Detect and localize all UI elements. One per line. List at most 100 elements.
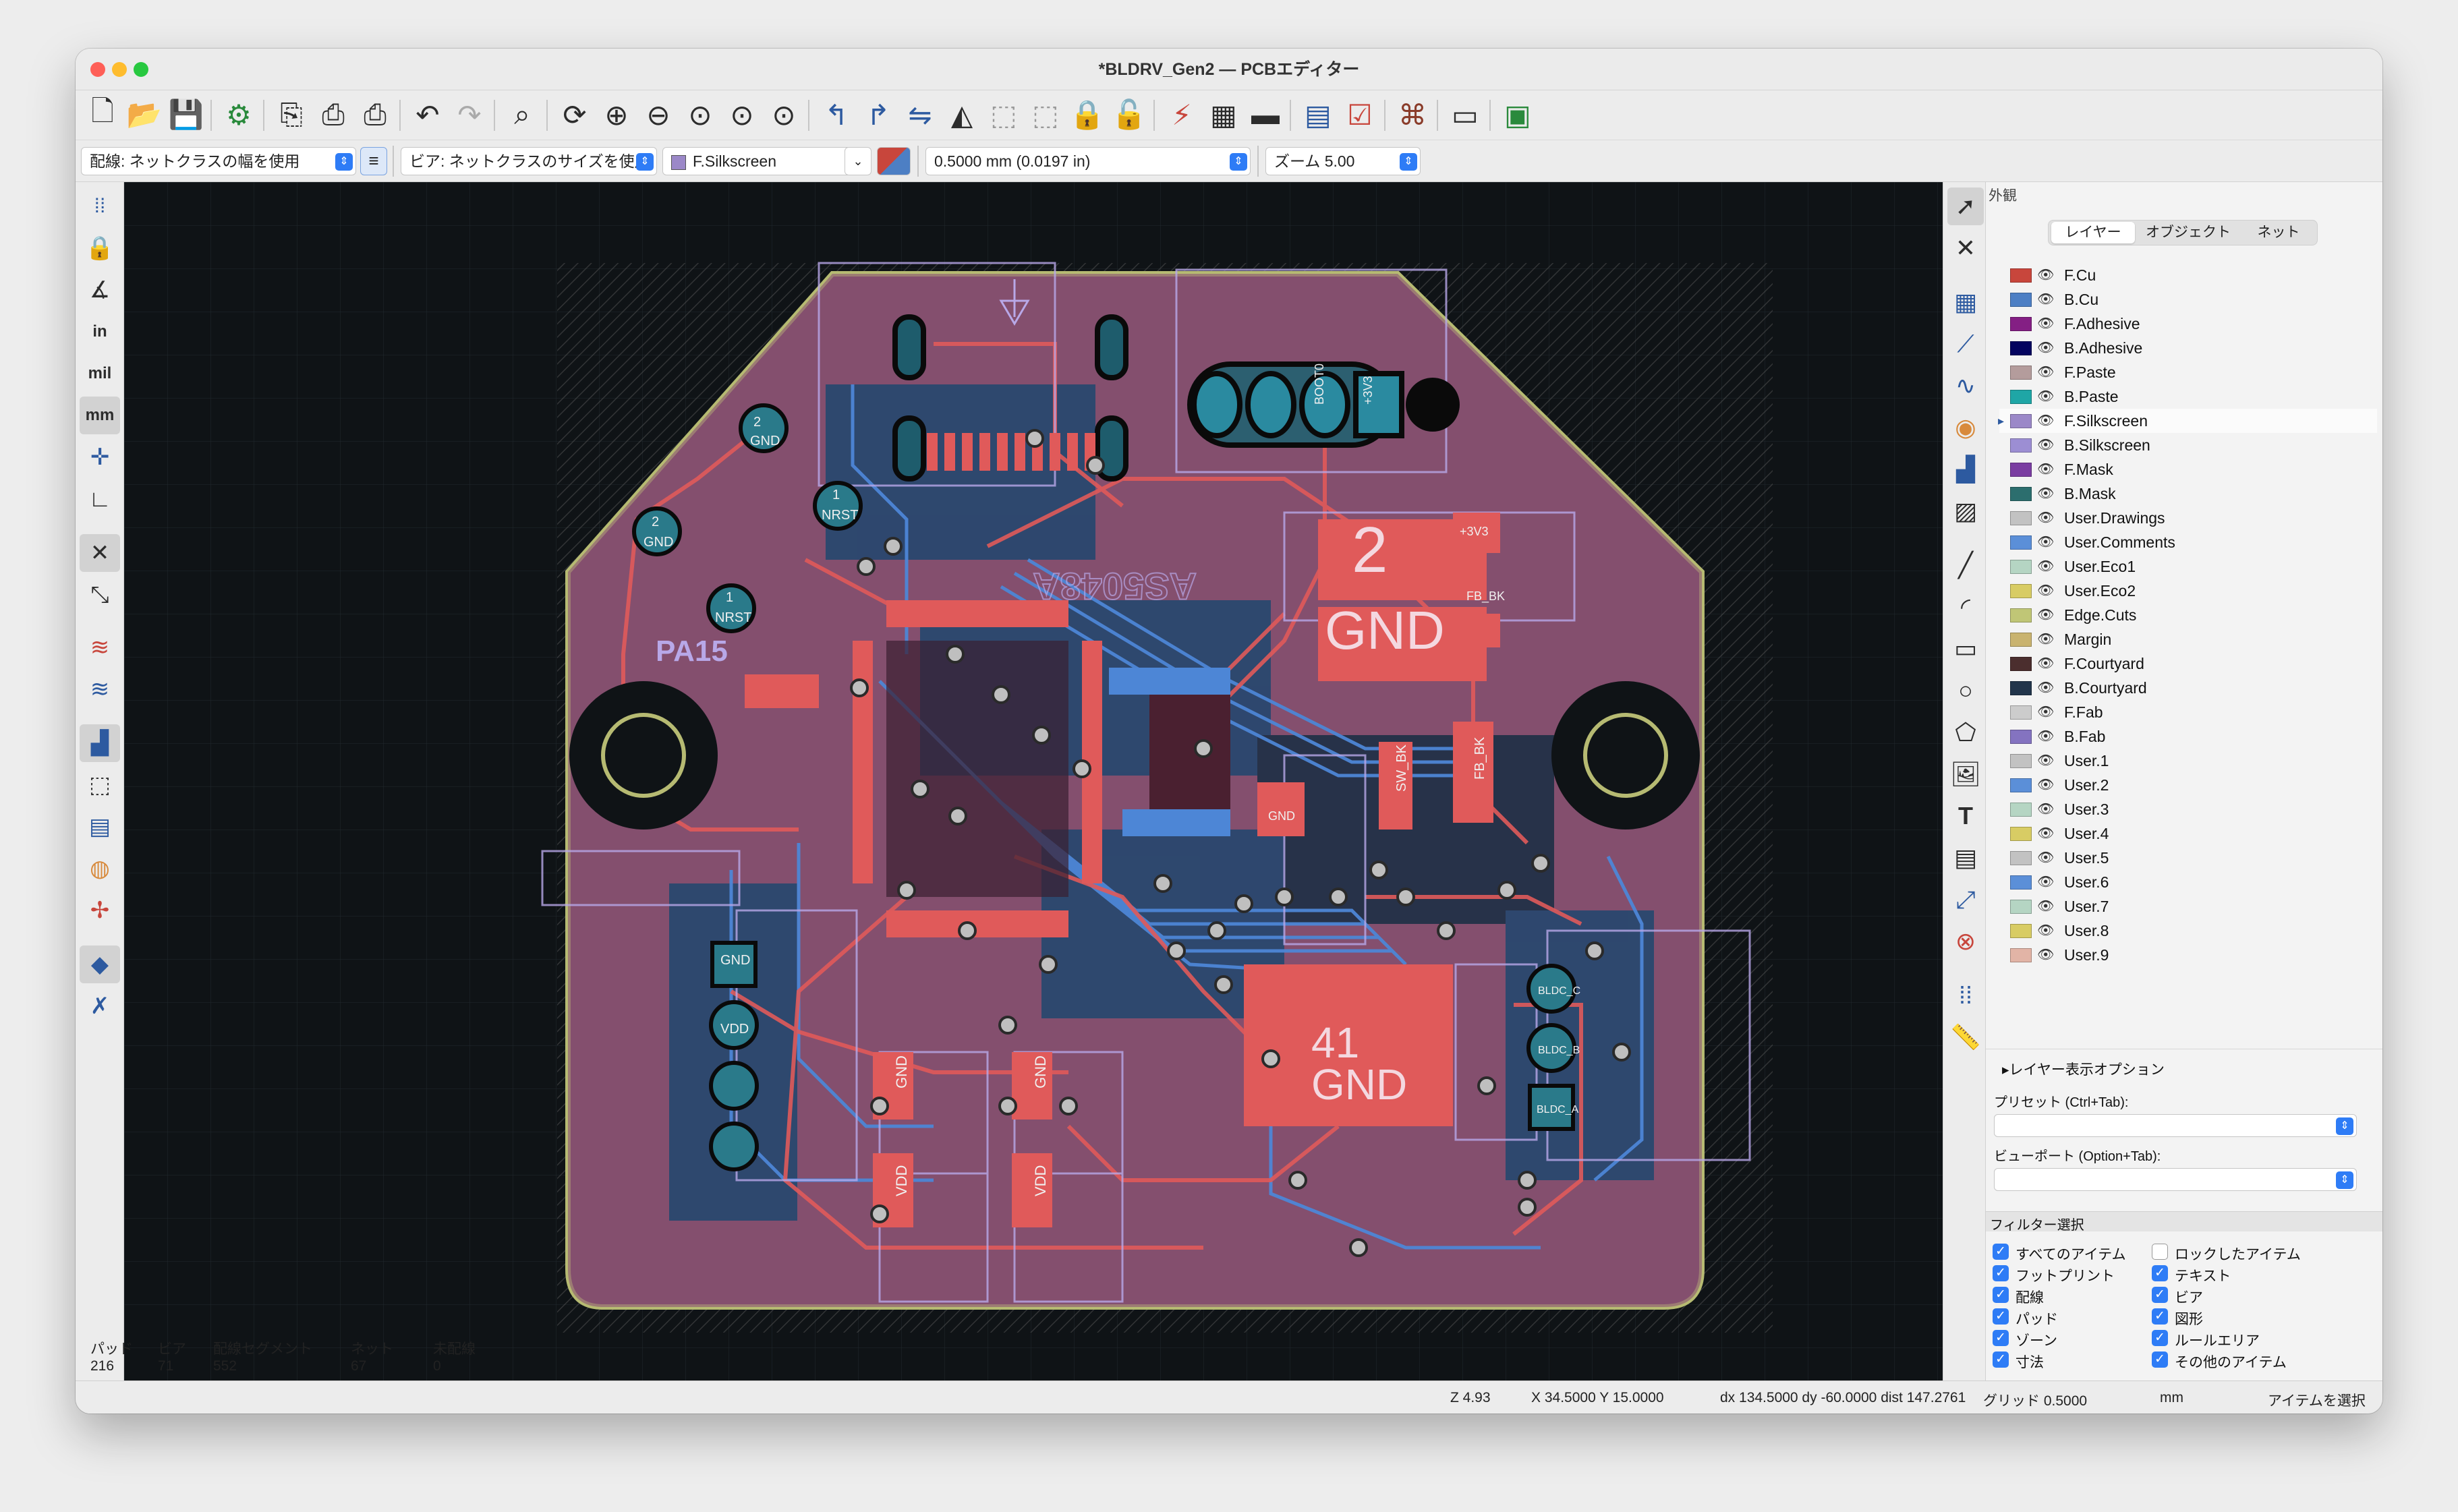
via-fill-icon[interactable]: ◍ — [90, 856, 110, 881]
tab-layers[interactable]: レイヤー — [2051, 222, 2135, 243]
filter-checkbox[interactable]: ✓ — [1993, 1308, 2009, 1325]
zoom-in-icon[interactable]: ⊕ — [604, 98, 629, 131]
filter-checkbox[interactable]: ✓ — [1993, 1330, 2009, 1346]
visibility-eye-icon[interactable]: 👁 — [2037, 850, 2055, 865]
visibility-eye-icon[interactable]: 👁 — [2037, 365, 2055, 380]
layer-color-swatch[interactable] — [2010, 317, 2032, 331]
draw-rect-icon[interactable]: ▭ — [1953, 635, 1977, 662]
tune-length-icon[interactable]: ∿ — [1955, 372, 1976, 399]
visibility-eye-icon[interactable]: 👁 — [2037, 511, 2055, 525]
filter-checkbox[interactable]: ✓ — [2152, 1330, 2168, 1346]
visibility-eye-icon[interactable]: 👁 — [2037, 462, 2055, 477]
close-button[interactable] — [90, 62, 105, 77]
track-fill-icon[interactable]: ✢ — [90, 898, 110, 923]
layer-color-swatch[interactable] — [2010, 827, 2032, 841]
zone-outline-icon[interactable]: ⬚ — [88, 772, 111, 798]
layer-color-swatch[interactable] — [2010, 681, 2032, 695]
layer-row[interactable]: 👁Edge.Cuts — [1999, 603, 2377, 627]
layer-color-swatch[interactable] — [2010, 366, 2032, 380]
rotate-cw-icon[interactable]: ↱ — [866, 98, 890, 131]
layer-row[interactable]: 👁User.7 — [1999, 894, 2377, 919]
scripting-console-icon[interactable]: ▭ — [1452, 98, 1479, 131]
visibility-eye-icon[interactable]: 👁 — [2037, 316, 2055, 331]
track-width-select[interactable]: 配線: ネットクラスの幅を使用⇕ — [81, 147, 356, 175]
layer-color-swatch[interactable] — [2010, 730, 2032, 744]
layer-display-options[interactable]: ▸レイヤー表示オプション — [2002, 1062, 2165, 1078]
select-icon[interactable]: ➚ — [1947, 187, 1984, 225]
graphic-angle-icon[interactable]: ∟ — [88, 486, 111, 512]
redo-icon[interactable]: ↷ — [457, 98, 482, 131]
grid-select[interactable]: 0.5000 mm (0.0197 in)⇕ — [925, 147, 1251, 175]
layer-color-swatch[interactable] — [2010, 657, 2032, 671]
layer-color-swatch[interactable] — [2010, 633, 2032, 647]
layer-row[interactable]: 👁User.5 — [1999, 846, 2377, 870]
minimize-button[interactable] — [112, 62, 127, 77]
via-size-select[interactable]: ビア: ネットクラスのサイズを使用⇕ — [401, 147, 657, 175]
visibility-eye-icon[interactable]: 👁 — [2037, 486, 2055, 501]
auto-width-toggle[interactable]: ≡ — [360, 147, 387, 175]
add-text-icon[interactable]: T — [1958, 802, 1973, 830]
net-color-icon[interactable]: ≋ — [90, 676, 110, 702]
layer-color-swatch[interactable] — [2010, 608, 2032, 622]
visibility-eye-icon[interactable]: 👁 — [2037, 899, 2055, 914]
delete-tool-icon[interactable]: ⊗ — [1955, 927, 1976, 955]
mirror-icon[interactable]: ◭ — [950, 98, 973, 131]
layer-color-swatch[interactable] — [2010, 463, 2032, 477]
netlist-update-icon[interactable]: ⚡ — [1172, 98, 1192, 131]
local-ratsnest-icon[interactable]: ✕ — [1955, 234, 1976, 262]
find-icon[interactable]: ⌕ — [514, 98, 530, 130]
zoom-selection-icon[interactable]: ⊙ — [772, 98, 796, 131]
visibility-eye-icon[interactable]: 👁 — [2037, 268, 2055, 283]
layer-row[interactable]: 👁F.Paste — [1999, 360, 2377, 384]
mil-units-icon[interactable]: mil — [88, 364, 112, 382]
undo-icon[interactable]: ↶ — [416, 98, 440, 131]
filter-checkbox[interactable]: ✓ — [2152, 1287, 2168, 1303]
visibility-eye-icon[interactable]: 👁 — [2037, 778, 2055, 792]
tab-objects[interactable]: オブジェクト — [2146, 225, 2231, 240]
route-track-icon[interactable]: ⟋ — [1957, 329, 1974, 357]
filter-checkbox[interactable] — [2152, 1244, 2168, 1260]
layer-color-swatch[interactable] — [2010, 875, 2032, 890]
add-zone-icon[interactable]: ▟ — [1956, 455, 1975, 483]
visibility-eye-icon[interactable]: 👁 — [2037, 438, 2055, 453]
grid-origin-icon[interactable]: ⁞⁞ — [1958, 981, 1972, 1009]
high-contrast-icon[interactable]: ≋ — [90, 635, 110, 660]
visibility-eye-icon[interactable]: 👁 — [2037, 729, 2055, 744]
layer-color-swatch[interactable] — [2010, 900, 2032, 914]
visibility-eye-icon[interactable]: 👁 — [2037, 923, 2055, 938]
viewport-select[interactable]: ⇕ — [1994, 1168, 2357, 1191]
group-icon[interactable]: ⬚ — [990, 98, 1017, 131]
polar-coords-icon[interactable]: ∡ — [89, 277, 111, 303]
rotate-ccw-icon[interactable]: ↰ — [824, 98, 849, 131]
tab-nets[interactable]: ネット — [2257, 225, 2300, 240]
visibility-eye-icon[interactable]: 👁 — [2037, 389, 2055, 404]
curved-ratsnest-icon[interactable]: ⤡ — [90, 581, 109, 608]
board-view[interactable]: PA15 AS5048A 2 GND 41 GND 2 GND 1 NRST 2… — [124, 182, 1943, 1380]
schematic-icon[interactable]: ⌘ — [1398, 98, 1427, 131]
filter-checkbox[interactable]: ✓ — [2152, 1308, 2168, 1325]
visibility-eye-icon[interactable]: 👁 — [2037, 948, 2055, 962]
visibility-eye-icon[interactable]: 👁 — [2037, 826, 2055, 841]
layer-row[interactable]: 👁F.Mask — [1999, 457, 2377, 482]
draw-line-icon[interactable]: ╱ — [1958, 551, 1973, 579]
mm-units-icon[interactable]: mm — [80, 397, 120, 434]
layer-row[interactable]: 👁User.6 — [1999, 870, 2377, 894]
filter-checkbox[interactable]: ✓ — [1993, 1351, 2009, 1368]
layer-color-swatch[interactable] — [2010, 390, 2032, 404]
filter-checkbox[interactable]: ✓ — [2152, 1265, 2168, 1281]
layer-color-swatch[interactable] — [2010, 438, 2032, 453]
layer-row[interactable]: 👁F.Cu — [1999, 263, 2377, 287]
board-setup-icon[interactable]: ⚙ — [226, 98, 252, 131]
footprint-browser-icon[interactable]: ▬ — [1251, 98, 1280, 130]
layer-color-swatch[interactable] — [2010, 948, 2032, 962]
unlock-icon[interactable]: 🔓 — [1111, 98, 1147, 130]
layers-manager-icon[interactable]: ◆ — [80, 946, 120, 983]
add-image-icon[interactable]: 🖼 — [1950, 760, 1981, 788]
visibility-eye-icon[interactable]: 👁 — [2037, 680, 2055, 695]
refresh-icon[interactable]: ⟳ — [563, 98, 587, 131]
visibility-eye-icon[interactable]: 👁 — [2037, 705, 2055, 720]
ungroup-icon[interactable]: ⬚ — [1032, 98, 1059, 131]
layer-color-swatch[interactable] — [2010, 851, 2032, 865]
visibility-eye-icon[interactable]: 👁 — [2037, 875, 2055, 890]
visibility-eye-icon[interactable]: 👁 — [2037, 341, 2055, 355]
